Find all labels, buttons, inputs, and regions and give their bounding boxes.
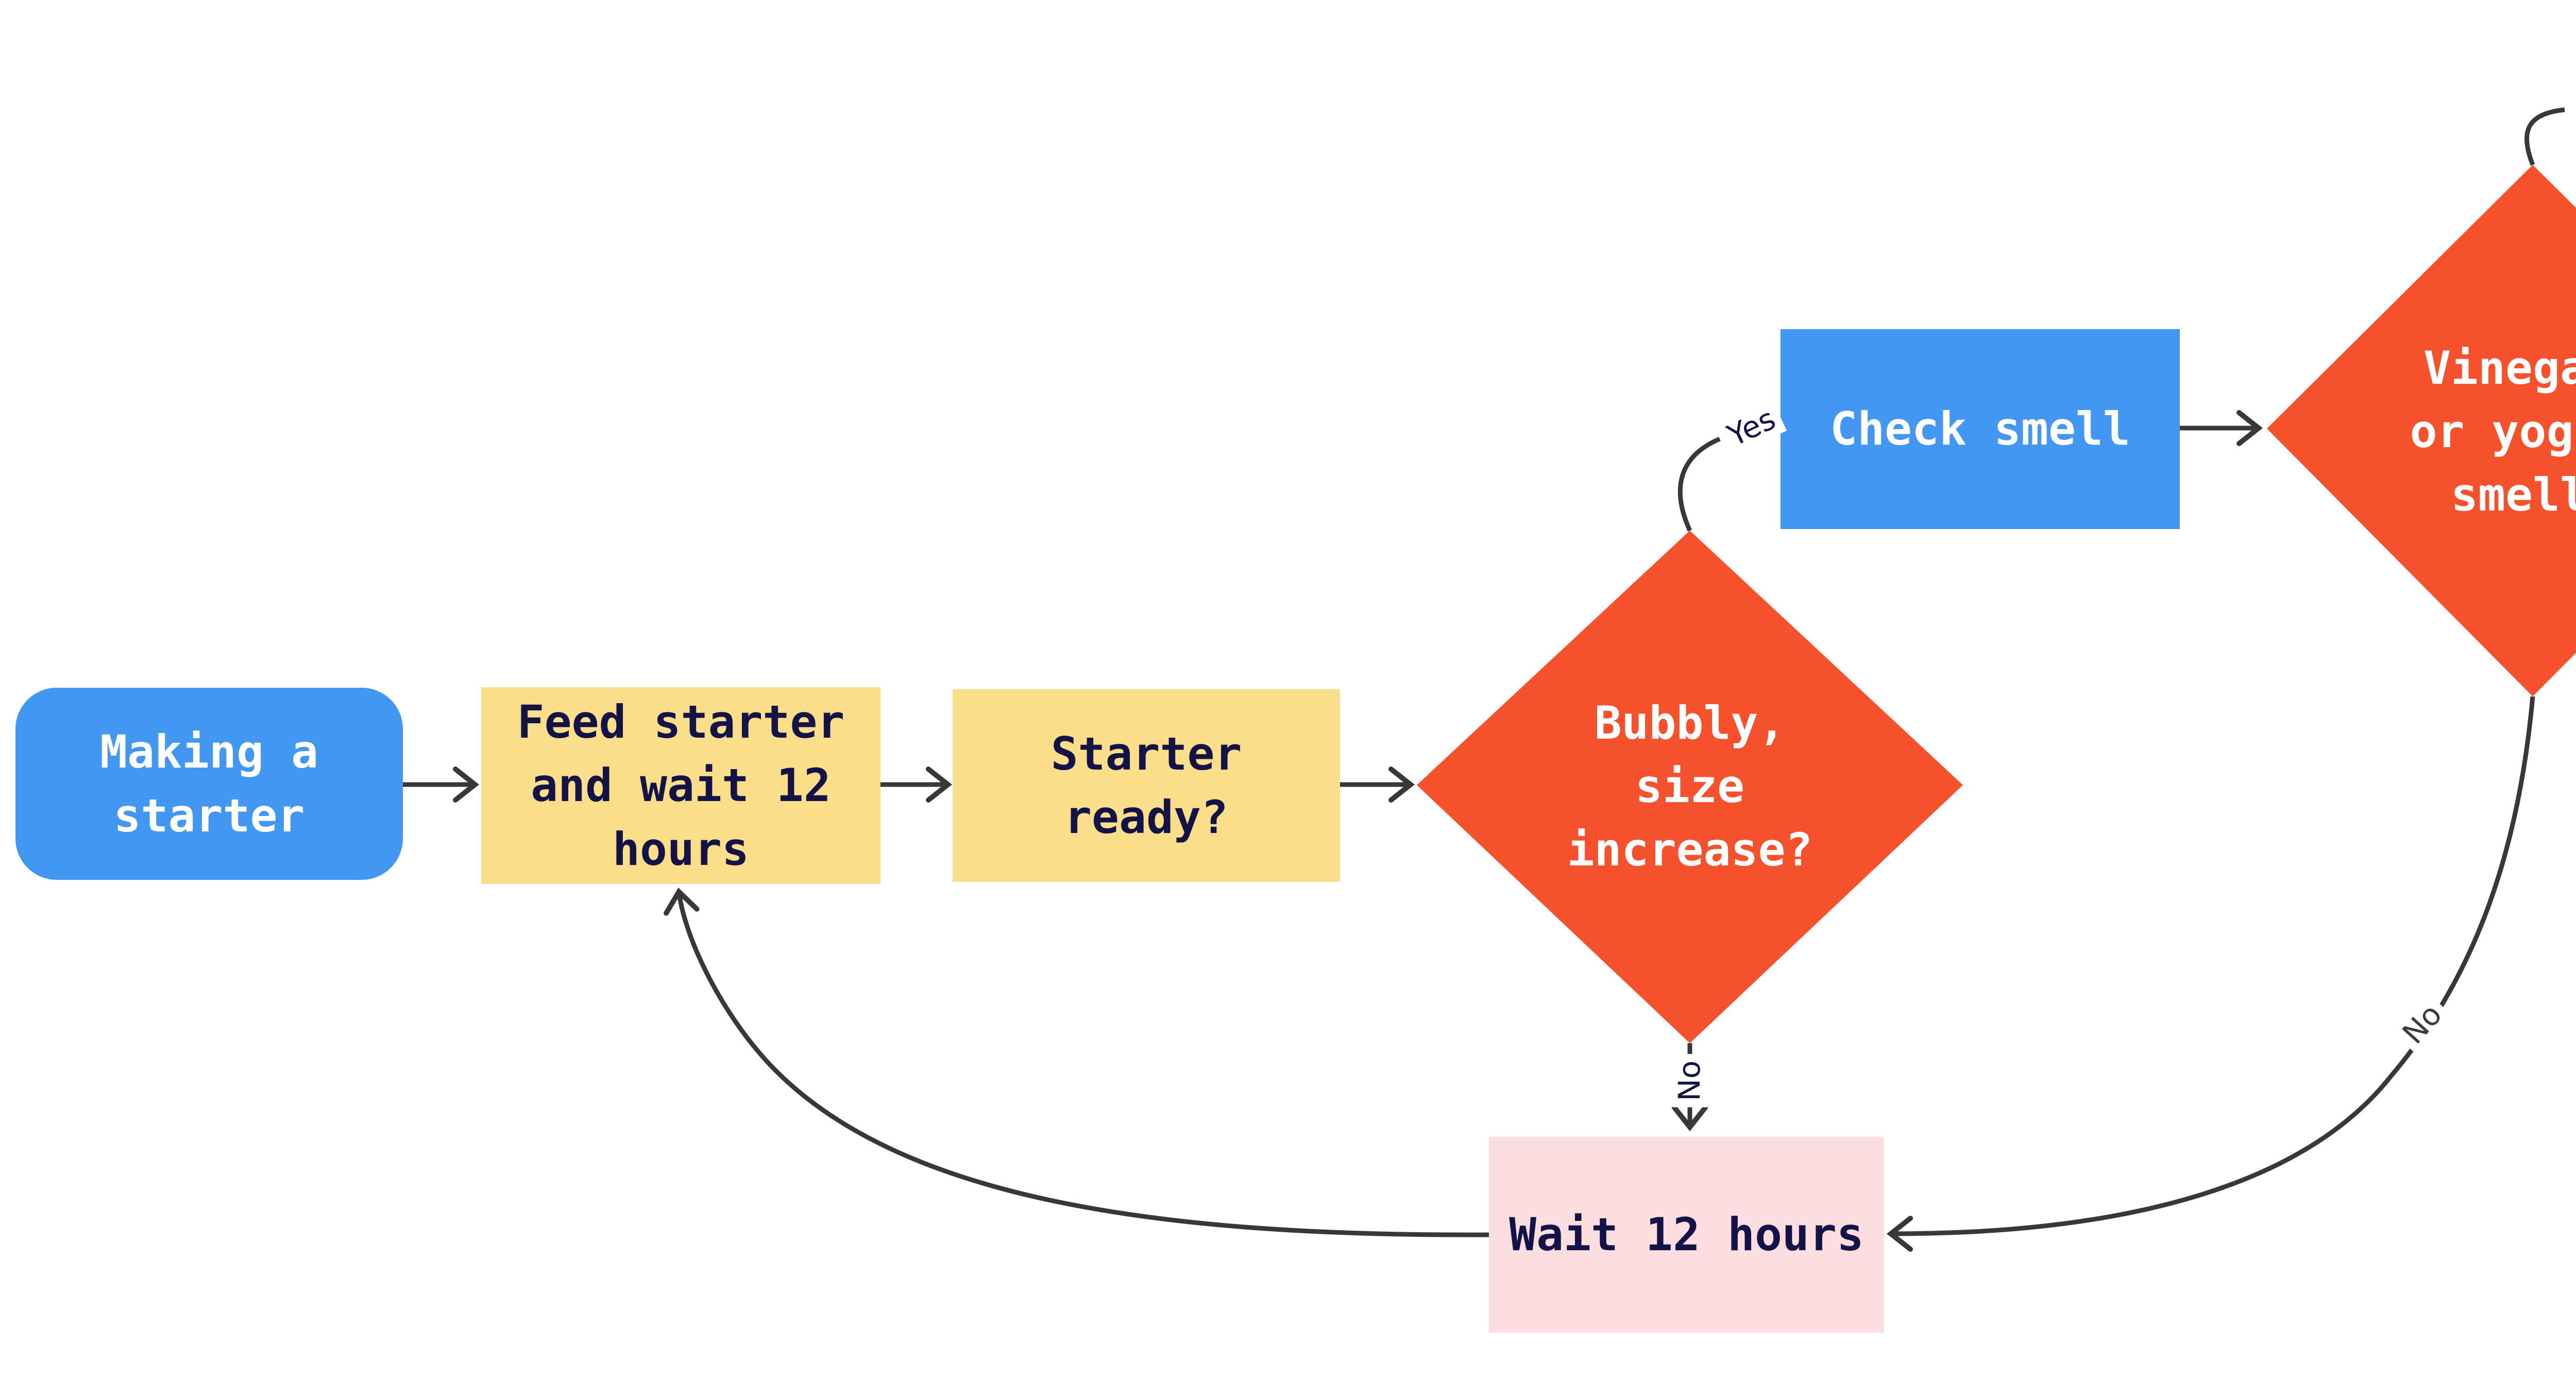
- edge-bubbly-yes-to-check: [1677, 436, 1721, 532]
- edge-label-bubbly-no: No: [1672, 1054, 1707, 1108]
- node-wait-12-hours: Wait 12 hours: [1489, 1137, 1884, 1333]
- edge-vinegary-yes-curve: [2524, 107, 2565, 166]
- node-check-smell-label: Check smell: [1830, 402, 2130, 456]
- node-making-a-starter: Making a starter: [15, 688, 403, 880]
- diamond-vinegary-yogurt-smell: [2267, 165, 2576, 696]
- edge-vinegary-no-to-wait: [1886, 696, 2535, 1252]
- diamond-vinegary-label: Vinegary or yogurt smell?: [2410, 342, 2576, 522]
- edge-wait-to-feed-loop: [664, 888, 1489, 1237]
- diamond-bubbly-label: Bubbly, size increase?: [1567, 696, 1813, 877]
- node-check-smell: Check smell: [1781, 329, 2180, 529]
- node-feed-starter-label: Feed starter and wait 12 hours: [517, 695, 845, 876]
- node-making-a-starter-label: Making a starter: [100, 725, 318, 842]
- node-feed-starter: Feed starter and wait 12 hours: [481, 687, 880, 884]
- node-starter-ready-label: Starter ready?: [1050, 727, 1242, 844]
- node-wait-12-hours-label: Wait 12 hours: [1509, 1208, 1864, 1262]
- node-starter-ready: Starter ready?: [953, 689, 1340, 882]
- diamond-bubbly-size-increase: [1417, 531, 1963, 1043]
